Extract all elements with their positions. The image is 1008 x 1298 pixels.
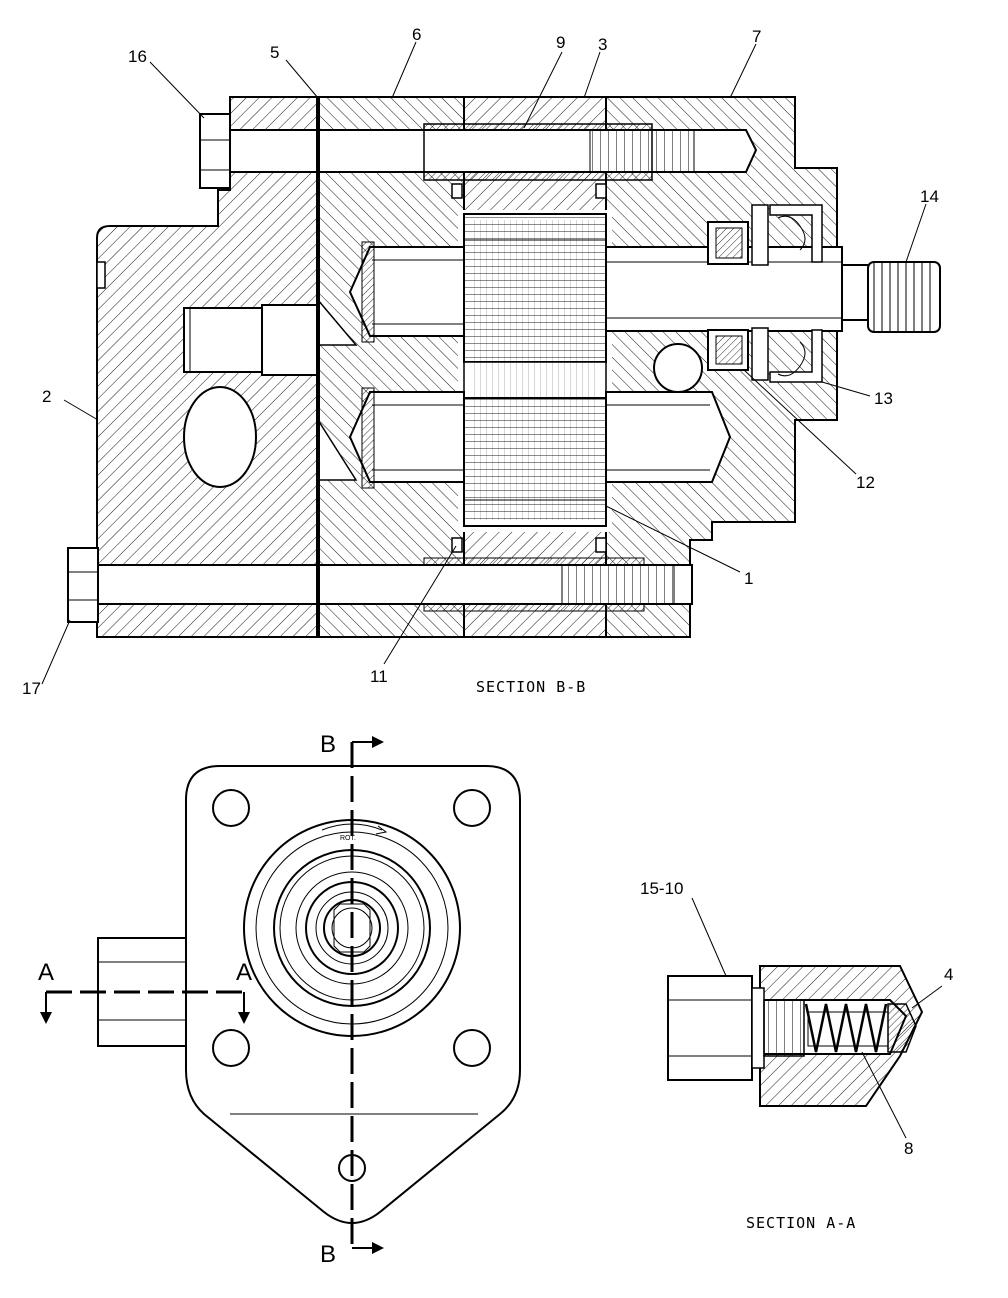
callout-1: 1 (744, 569, 753, 588)
section-bb-caption: SECTION B-B (476, 678, 586, 696)
seal-part-12 (715, 227, 743, 259)
callout-7: 7 (752, 27, 761, 46)
callout-9: 9 (556, 33, 565, 52)
spline-shaft-end-part-14 (867, 261, 941, 333)
front-view: ROT. B B A A (38, 731, 521, 1268)
callout-5: 5 (270, 43, 279, 62)
callout-14: 14 (920, 187, 939, 206)
callout-12: 12 (856, 473, 875, 492)
callout-15-10: 15-10 (640, 879, 683, 898)
callout-11: 11 (370, 667, 388, 686)
mount-hole-top-right (453, 789, 491, 827)
gear-pair-part-1 (463, 213, 607, 527)
driven-shaft (348, 391, 732, 483)
bolt-part-17 (67, 547, 693, 623)
section-marker-a-left: A (38, 959, 54, 986)
plate-part-6 (317, 96, 465, 638)
callout-2: 2 (42, 387, 51, 406)
drive-shaft (348, 246, 871, 337)
seal-ring-part-11 (451, 537, 463, 553)
bolt-part-16 (199, 113, 758, 189)
check-ball (653, 343, 703, 393)
callout-3: 3 (598, 35, 607, 54)
callout-16: 16 (128, 47, 147, 66)
callout-4: 4 (944, 965, 953, 984)
section-marker-b-top: B (320, 731, 336, 758)
callout-17: 17 (22, 679, 41, 698)
callout-8: 8 (904, 1139, 913, 1158)
relief-plug-part-15-10 (667, 975, 805, 1081)
retainer-part-13 (769, 204, 823, 263)
section-bb-view: 16 5 6 9 3 7 14 13 12 2 1 11 17 SECTION … (22, 25, 941, 698)
mount-hole-bottom-right (453, 1029, 491, 1067)
poppet-part-4 (887, 1003, 917, 1053)
leader-lines (41, 41, 927, 685)
mount-hole-top-left (212, 789, 250, 827)
section-aa-view: 15-10 4 8 SECTION A-A (640, 879, 953, 1232)
section-marker-b-bottom: B (320, 1241, 336, 1268)
inlet-port (183, 386, 257, 488)
callout-6: 6 (412, 25, 421, 44)
mount-hole-bottom-left (212, 1029, 250, 1067)
section-marker-a-right: A (236, 959, 252, 986)
callout-13: 13 (874, 389, 893, 408)
rotation-mark: ROT. (340, 835, 356, 842)
section-aa-caption: SECTION A-A (746, 1214, 856, 1232)
